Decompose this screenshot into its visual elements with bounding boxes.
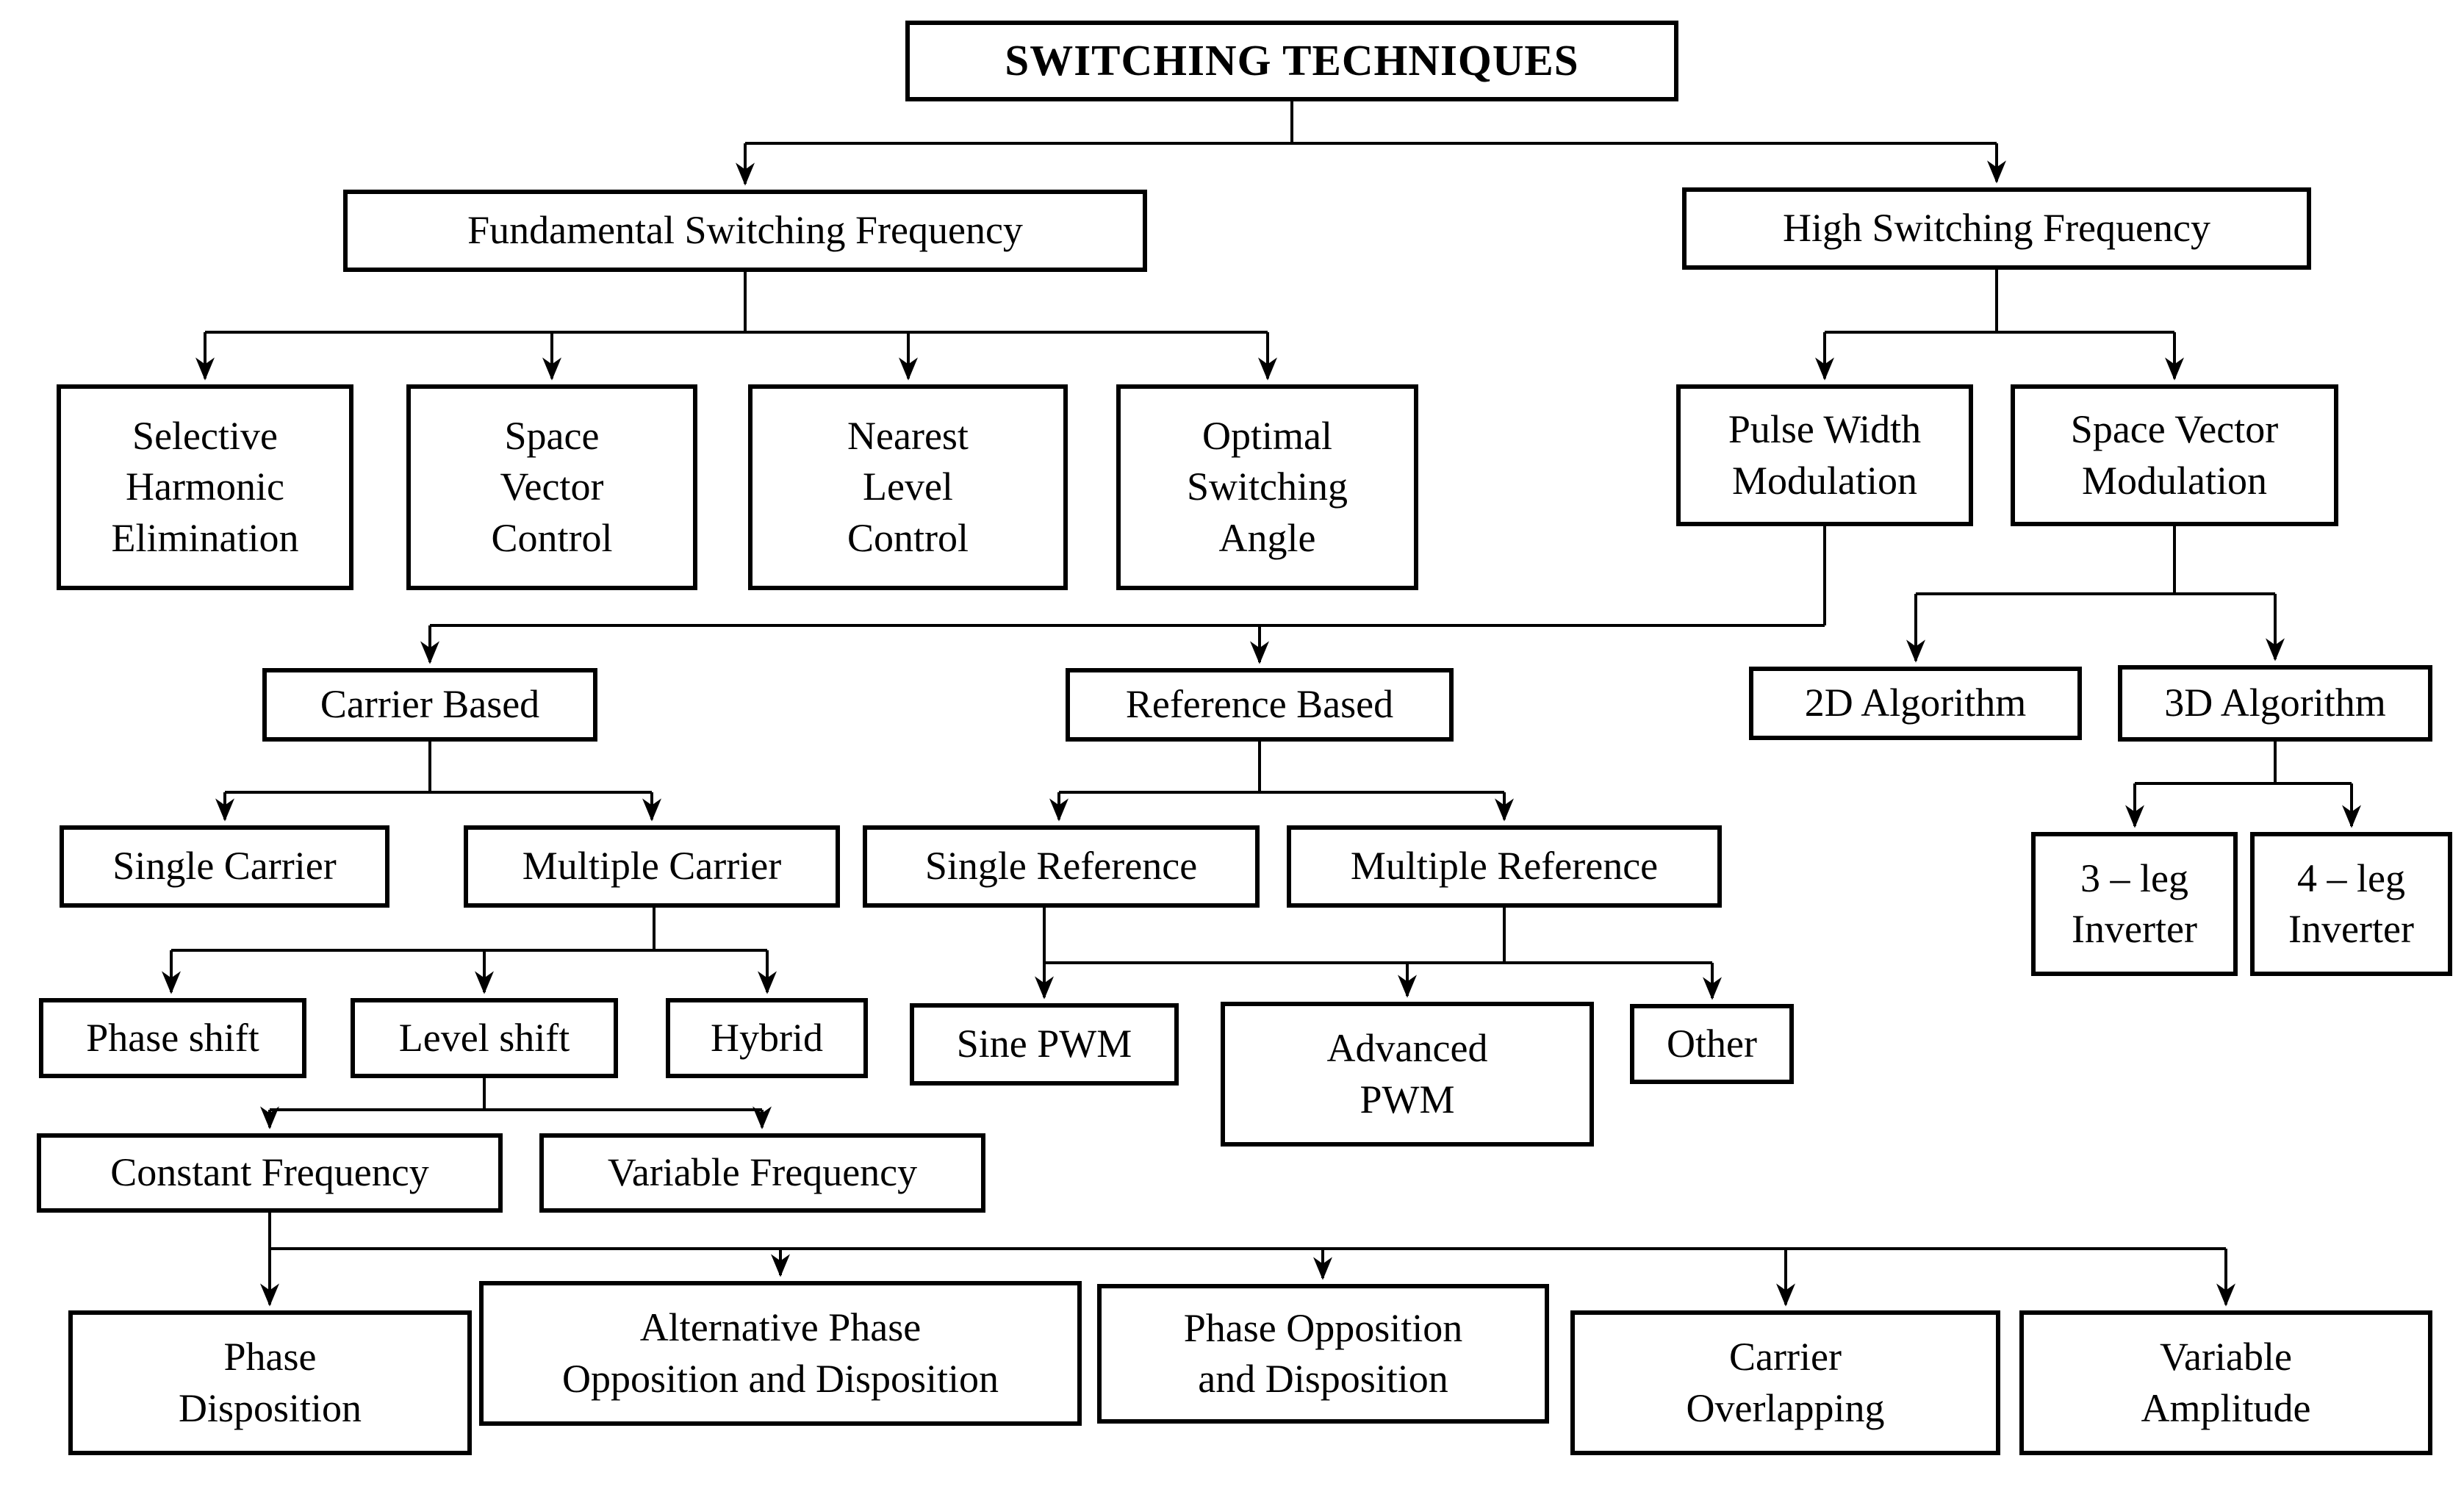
node-space-vector-modulation: Space Vector Modulation xyxy=(2011,384,2338,526)
node-constant-frequency: Constant Frequency xyxy=(37,1133,503,1213)
node-variable-frequency: Variable Frequency xyxy=(539,1133,985,1213)
node-reference-based: Reference Based xyxy=(1066,668,1454,742)
node-switching-techniques: SWITCHING TECHNIQUES xyxy=(905,21,1678,101)
node-2d-algorithm: 2D Algorithm xyxy=(1749,667,2082,740)
node-advanced-pwm: Advanced PWM xyxy=(1221,1002,1594,1147)
node-hybrid: Hybrid xyxy=(666,998,868,1078)
node-sine-pwm: Sine PWM xyxy=(910,1003,1179,1086)
node-single-carrier: Single Carrier xyxy=(60,825,389,908)
node-carrier-overlapping: Carrier Overlapping xyxy=(1570,1310,2000,1455)
node-multiple-reference: Multiple Reference xyxy=(1287,825,1722,908)
node-3d-algorithm: 3D Algorithm xyxy=(2118,665,2432,742)
node-optimal-switching-angle: Optimal Switching Angle xyxy=(1116,384,1418,590)
node-selective-harmonic-elimination: Selective Harmonic Elimination xyxy=(57,384,353,590)
node-nearest-level-control: Nearest Level Control xyxy=(748,384,1068,590)
node-variable-amplitude: Variable Amplitude xyxy=(2019,1310,2432,1455)
node-space-vector-control: Space Vector Control xyxy=(406,384,697,590)
node-phase-opposition-and-disposition: Phase Opposition and Disposition xyxy=(1097,1284,1549,1424)
node-high-switching-frequency: High Switching Frequency xyxy=(1682,187,2311,270)
node-level-shift: Level shift xyxy=(351,998,618,1078)
node-single-reference: Single Reference xyxy=(863,825,1260,908)
node-3-leg-inverter: 3 – leg Inverter xyxy=(2031,832,2238,976)
node-4-leg-inverter: 4 – leg Inverter xyxy=(2250,832,2452,976)
node-other: Other xyxy=(1630,1004,1794,1084)
node-phase-disposition: Phase Disposition xyxy=(68,1310,472,1455)
node-fundamental-switching-frequency: Fundamental Switching Frequency xyxy=(343,190,1147,272)
node-phase-shift: Phase shift xyxy=(39,998,306,1078)
node-alternative-phase-opposition-and-disposition: Alternative Phase Opposition and Disposi… xyxy=(479,1281,1082,1426)
node-multiple-carrier: Multiple Carrier xyxy=(464,825,840,908)
node-pulse-width-modulation: Pulse Width Modulation xyxy=(1676,384,1973,526)
node-carrier-based: Carrier Based xyxy=(262,668,597,742)
